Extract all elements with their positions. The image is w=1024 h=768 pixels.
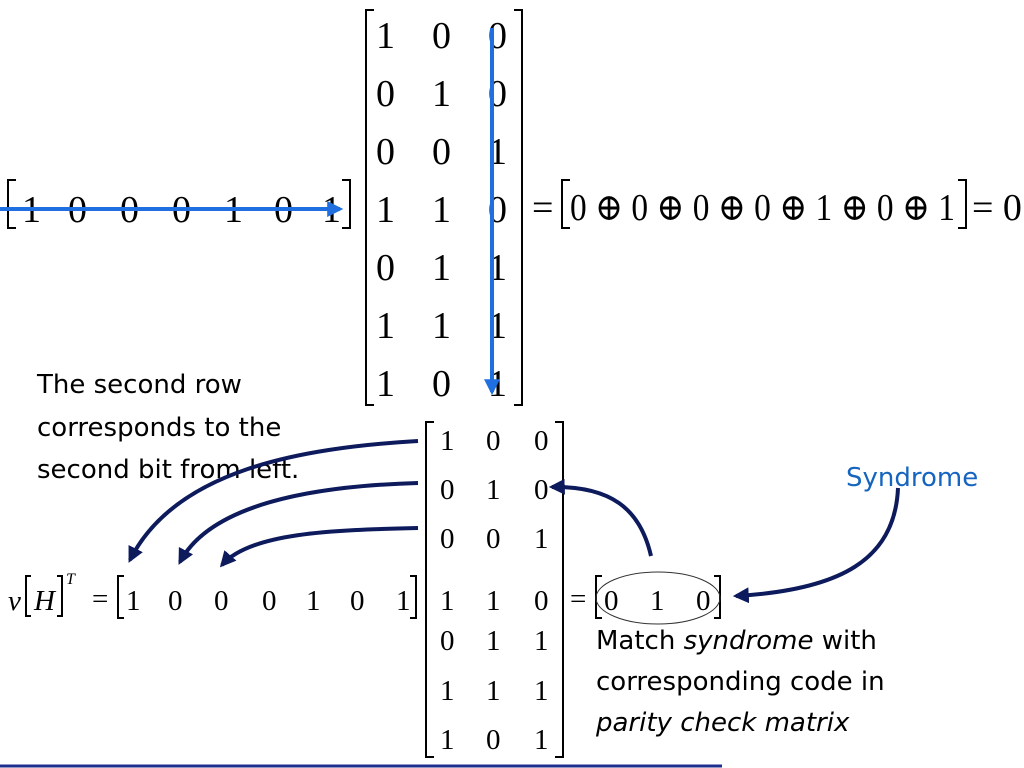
syndrome-entry: 0 — [696, 585, 711, 617]
bottom-matrix-entry: 0 — [534, 585, 549, 617]
top-matrix-entry: 1 — [432, 189, 451, 231]
bottom-equals-sign: = — [570, 583, 586, 615]
top-result-value: = 0 — [972, 187, 1022, 229]
second-row-note: The second row corresponds to the second… — [36, 370, 299, 485]
row3-to-bit3-arrow — [219, 526, 419, 568]
bottom-matrix-entry: 1 — [440, 585, 455, 617]
bottom-matrix-entry: 1 — [534, 724, 549, 756]
top-result-bracket-right — [958, 179, 967, 229]
top-result-bracket-left — [561, 179, 570, 229]
bottom-row-entry: 1 — [306, 585, 321, 617]
top-matrix-entry: 0 — [432, 15, 451, 57]
match-note: Match syndrome with corresponding code i… — [595, 626, 885, 738]
bottom-row-bracket-left — [117, 575, 124, 619]
bottom-matrix-bracket-right — [555, 421, 564, 758]
top-matrix-entry: 0 — [376, 73, 395, 115]
bottom-row-entry: 0 — [350, 585, 365, 617]
top-matrix-entry: 1 — [376, 363, 395, 405]
row1-to-bit1-arrow — [128, 439, 419, 563]
bottom-matrix-entry: 1 — [534, 625, 549, 657]
top-row-bracket-left — [7, 179, 16, 229]
syndrome-bracket-right — [714, 575, 721, 619]
bottom-matrix-entry: 1 — [440, 425, 455, 457]
bottom-matrix-entry: 0 — [534, 474, 549, 506]
mapping-arrows — [128, 439, 900, 604]
bottom-matrix-entry: 0 — [486, 724, 501, 756]
bottom-matrix-entry: 1 — [534, 523, 549, 555]
syndrome-to-row2-arrow — [548, 478, 653, 557]
top-matrix-entry: 0 — [432, 131, 451, 173]
match-note-line-1: Match syndrome with — [596, 626, 877, 656]
note-line: second bit from left. — [37, 455, 299, 485]
note-line: corresponds to the — [37, 413, 281, 443]
bottom-matrix-entry: 1 — [486, 675, 501, 707]
bottom-matrix-entry: 1 — [534, 675, 549, 707]
bottom-matrix-entry: 1 — [486, 585, 501, 617]
note-line: The second row — [36, 370, 242, 400]
bottom-row-entry: 1 — [396, 585, 411, 617]
bottom-matrix-entry: 0 — [486, 425, 501, 457]
top-matrix-entry: 1 — [376, 15, 395, 57]
top-matrix-bracket-right — [514, 9, 523, 406]
syndrome-entry: 0 — [604, 585, 619, 617]
bottom-matrix-bracket-left — [425, 421, 434, 758]
top-equals-sign: = — [532, 187, 553, 229]
bottom-lhs-bracket-left — [25, 575, 31, 617]
match-note-word: with — [813, 626, 876, 656]
bottom-row-bracket-right — [410, 575, 417, 619]
bottom-matrix-entry: 0 — [440, 625, 455, 657]
top-matrix-entry: 1 — [376, 305, 395, 347]
top-matrix-entry: 1 — [432, 73, 451, 115]
bottom-lhs-H: H — [33, 585, 57, 617]
bottom-matrix-entry: 0 — [486, 523, 501, 555]
bottom-lhs-equals: = — [92, 583, 108, 615]
bottom-lhs-bracket-right — [57, 575, 63, 617]
bottom-matrix-entry: 0 — [440, 523, 455, 555]
top-matrix-entry: 1 — [432, 305, 451, 347]
syndrome-bracket-left — [595, 575, 602, 619]
bottom-row-entry: 0 — [262, 585, 277, 617]
bottom-matrix-entry: 1 — [486, 625, 501, 657]
bottom-matrix-entry: 0 — [534, 425, 549, 457]
row2-to-bit2-arrow — [178, 481, 419, 565]
bottom-row-entry: 0 — [168, 585, 183, 617]
top-matrix-entry: 1 — [432, 247, 451, 289]
top-matrix-bracket-left — [365, 9, 374, 406]
top-matrix-entry: 0 — [376, 131, 395, 173]
top-xor-expression: 0 ⊕ 0 ⊕ 0 ⊕ 0 ⊕ 1 ⊕ 0 ⊕ 1 — [570, 187, 955, 229]
match-note-word: Match — [596, 626, 684, 656]
bottom-matrix-entry: 1 — [440, 724, 455, 756]
bottom-row-entry: 1 — [126, 585, 141, 617]
match-note-italic-word: syndrome — [684, 626, 814, 656]
top-equation: 1 0 0 0 1 0 1 1 0 0 0 1 0 0 0 1 1 1 0 0 … — [0, 9, 1022, 406]
bottom-matrix-entry: 1 — [440, 675, 455, 707]
top-matrix-entry: 0 — [432, 363, 451, 405]
bottom-matrix-entry: 0 — [440, 474, 455, 506]
top-matrix-entry: 0 — [376, 247, 395, 289]
label-to-syndrome-arrow — [732, 487, 900, 604]
bottom-matrix-entry: 1 — [486, 474, 501, 506]
syndrome-entry: 1 — [650, 585, 665, 617]
bottom-lhs-T: T — [66, 571, 76, 588]
syndrome-label: Syndrome — [846, 463, 978, 493]
match-note-line-3: parity check matrix — [595, 708, 850, 738]
top-row-bracket-right — [342, 179, 351, 229]
bottom-equation: v H T = 1 0 0 0 1 0 1 1 0 0 0 1 0 0 0 1 … — [8, 421, 721, 758]
bottom-row-entry: 0 — [214, 585, 229, 617]
syndrome-highlight-ellipse — [595, 571, 721, 625]
bottom-lhs-v: v — [8, 585, 21, 617]
top-matrix-entry: 1 — [376, 189, 395, 231]
match-note-line-2: corresponding code in — [596, 667, 885, 697]
